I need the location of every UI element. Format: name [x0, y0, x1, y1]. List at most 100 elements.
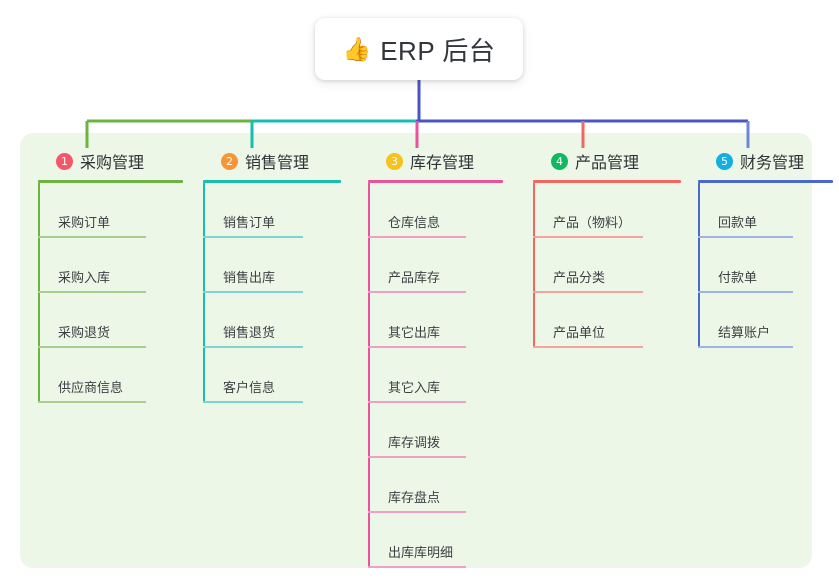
leaf-node-rule — [203, 236, 303, 238]
leaf-node[interactable]: 产品（物料） — [533, 183, 681, 238]
branch-badge-4: 4 — [551, 152, 568, 170]
leaf-node-rule — [368, 401, 466, 403]
branch-header-3[interactable]: 3 库存管理 — [368, 146, 503, 176]
leaf-node-rule — [533, 346, 643, 348]
leaf-node[interactable]: 产品分类 — [533, 238, 681, 293]
branch-title-2: 销售管理 — [245, 155, 310, 172]
branch-header-5[interactable]: 5 财务管理 — [698, 146, 833, 176]
branch-column-3: 3 库存管理仓库信息产品库存其它出库其它入库库存调拨库存盘点出库库明细 — [368, 146, 503, 568]
leaf-node-rule — [38, 291, 146, 293]
branch-header-rule-2 — [203, 180, 341, 183]
leaf-node-rule — [38, 236, 146, 238]
diagram-panel — [20, 133, 812, 568]
leaf-node-label: 产品库存 — [388, 270, 441, 285]
branch-leaf-list-2: 销售订单销售出库销售退货客户信息 — [203, 183, 341, 403]
branch-leaf-list-3: 仓库信息产品库存其它出库其它入库库存调拨库存盘点出库库明细 — [368, 183, 503, 568]
leaf-node-label: 销售订单 — [223, 215, 276, 230]
leaf-node-rule — [698, 291, 793, 293]
leaf-node-rule — [368, 456, 466, 458]
leaf-node-label: 其它入库 — [388, 380, 441, 395]
leaf-node-label: 仓库信息 — [388, 215, 441, 230]
leaf-node[interactable]: 客户信息 — [203, 348, 341, 403]
leaf-node[interactable]: 产品库存 — [368, 238, 503, 293]
leaf-node[interactable]: 产品单位 — [533, 293, 681, 348]
leaf-node-rule — [368, 346, 466, 348]
branch-badge-2: 2 — [221, 152, 238, 170]
branch-header-2[interactable]: 2 销售管理 — [203, 146, 341, 176]
branch-leaf-list-4: 产品（物料） 产品分类产品单位 — [533, 183, 681, 348]
branch-spine-4 — [533, 183, 535, 348]
branch-title-5: 财务管理 — [740, 155, 805, 172]
branch-leaf-list-1: 采购订单采购入库采购退货供应商信息 — [38, 183, 183, 403]
leaf-node-label: 回款单 — [718, 215, 758, 230]
leaf-node[interactable]: 供应商信息 — [38, 348, 183, 403]
leaf-node-rule — [368, 511, 466, 513]
leaf-node-rule — [368, 236, 466, 238]
leaf-node-rule — [368, 566, 466, 568]
leaf-node-label: 出库库明细 — [388, 545, 454, 560]
leaf-node-label: 库存盘点 — [388, 490, 441, 505]
leaf-node-rule — [533, 236, 643, 238]
leaf-node[interactable]: 库存调拨 — [368, 403, 503, 458]
leaf-node-label: 销售退货 — [223, 325, 276, 340]
leaf-node-label: 采购订单 — [58, 215, 111, 230]
leaf-node-label: 供应商信息 — [58, 380, 124, 395]
leaf-node-rule — [698, 346, 793, 348]
leaf-node-rule — [533, 291, 643, 293]
branch-badge-3: 3 — [386, 152, 403, 170]
branch-column-5: 5 财务管理回款单付款单结算账户 — [698, 146, 833, 348]
leaf-node-label: 销售出库 — [223, 270, 276, 285]
leaf-node-label: 客户信息 — [223, 380, 276, 395]
branch-title-1: 采购管理 — [80, 155, 145, 172]
branch-badge-1: 1 — [56, 152, 73, 170]
branch-title-3: 库存管理 — [410, 155, 475, 172]
leaf-node-label: 产品分类 — [553, 270, 606, 285]
leaf-node[interactable]: 出库库明细 — [368, 513, 503, 568]
leaf-node[interactable]: 其它入库 — [368, 348, 503, 403]
branch-leaf-list-5: 回款单付款单结算账户 — [698, 183, 833, 348]
branch-column-2: 2 销售管理销售订单销售出库销售退货客户信息 — [203, 146, 341, 403]
branch-header-rule-4 — [533, 180, 681, 183]
leaf-node-label: 采购退货 — [58, 325, 111, 340]
leaf-node-rule — [203, 346, 303, 348]
leaf-node[interactable]: 采购退货 — [38, 293, 183, 348]
leaf-node-rule — [698, 236, 793, 238]
leaf-node-rule — [203, 291, 303, 293]
branch-header-rule-5 — [698, 180, 833, 183]
branch-spine-1 — [38, 183, 40, 403]
thumbs-up-icon: 👍 — [342, 35, 372, 62]
leaf-node-label: 库存调拨 — [388, 435, 441, 450]
leaf-node[interactable]: 销售订单 — [203, 183, 341, 238]
leaf-node-label: 产品（物料） — [553, 215, 632, 230]
branch-header-rule-3 — [368, 180, 503, 183]
leaf-node[interactable]: 采购订单 — [38, 183, 183, 238]
leaf-node-rule — [38, 346, 146, 348]
branch-header-rule-1 — [38, 180, 183, 183]
branch-title-4: 产品管理 — [575, 155, 640, 172]
branch-spine-3 — [368, 183, 370, 568]
root-node-label: ERP 后台 — [380, 35, 496, 66]
leaf-node-label: 其它出库 — [388, 325, 441, 340]
branch-column-1: 1 采购管理采购订单采购入库采购退货供应商信息 — [38, 146, 183, 403]
leaf-node[interactable]: 结算账户 — [698, 293, 833, 348]
leaf-node[interactable]: 销售出库 — [203, 238, 341, 293]
leaf-node-rule — [38, 401, 146, 403]
leaf-node[interactable]: 其它出库 — [368, 293, 503, 348]
leaf-node[interactable]: 采购入库 — [38, 238, 183, 293]
branch-badge-5: 5 — [716, 152, 733, 170]
leaf-node[interactable]: 回款单 — [698, 183, 833, 238]
leaf-node[interactable]: 仓库信息 — [368, 183, 503, 238]
branch-header-1[interactable]: 1 采购管理 — [38, 146, 183, 176]
leaf-node-label: 采购入库 — [58, 270, 111, 285]
leaf-node-label: 结算账户 — [718, 325, 771, 340]
root-node[interactable]: 👍 ERP 后台 — [315, 18, 523, 80]
leaf-node-rule — [368, 291, 466, 293]
leaf-node[interactable]: 付款单 — [698, 238, 833, 293]
leaf-node[interactable]: 销售退货 — [203, 293, 341, 348]
leaf-node-rule — [203, 401, 303, 403]
branch-header-4[interactable]: 4 产品管理 — [533, 146, 681, 176]
leaf-node-label: 付款单 — [718, 270, 758, 285]
leaf-node[interactable]: 库存盘点 — [368, 458, 503, 513]
leaf-node-label: 产品单位 — [553, 325, 606, 340]
branch-spine-2 — [203, 183, 205, 403]
